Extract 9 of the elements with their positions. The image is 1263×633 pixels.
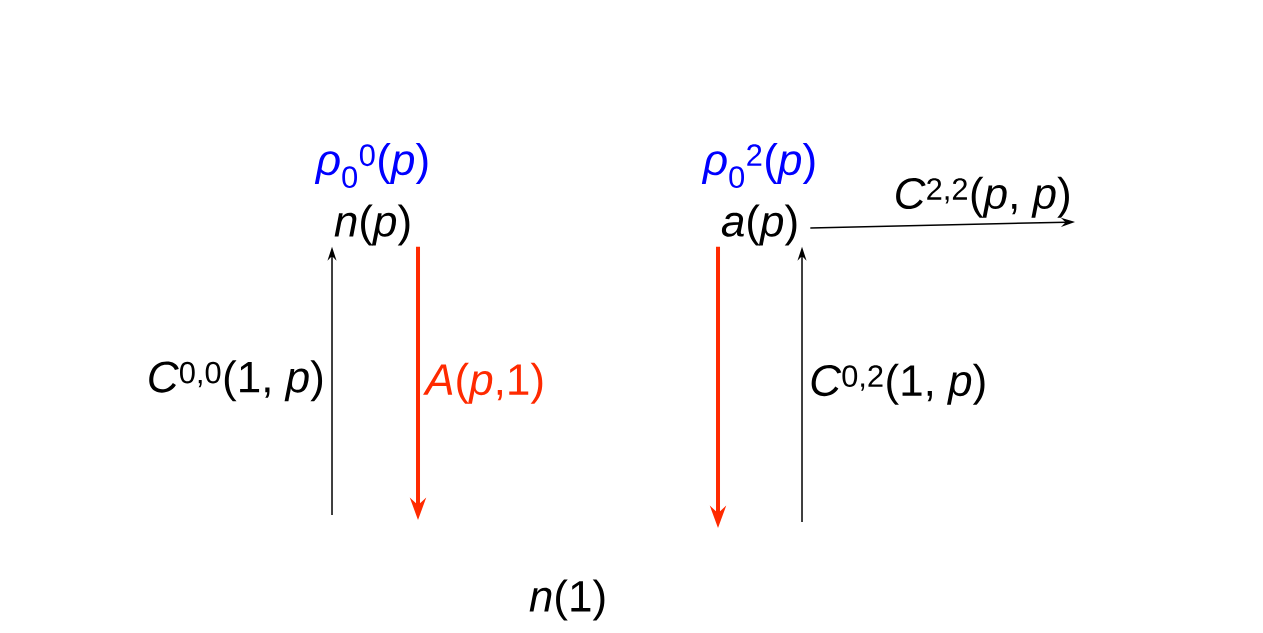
- edge-label: C$^{2,2}$(p, p): [896, 176, 1069, 218]
- formula-label: n(1): [529, 579, 605, 621]
- edge-label: C$^{0,2}$(1, p): [811, 363, 985, 405]
- density-label: ρ$_{0}$$^{0}$(p): [314, 143, 428, 189]
- edge-label: A(p,1): [423, 362, 543, 404]
- formula-label: n(p): [334, 204, 410, 246]
- edge-label: C$^{0,0}$(1, p): [149, 360, 323, 402]
- density-label: ρ$_{0}$$^{2}$(p): [701, 143, 815, 189]
- formula-label: a(p): [721, 204, 797, 246]
